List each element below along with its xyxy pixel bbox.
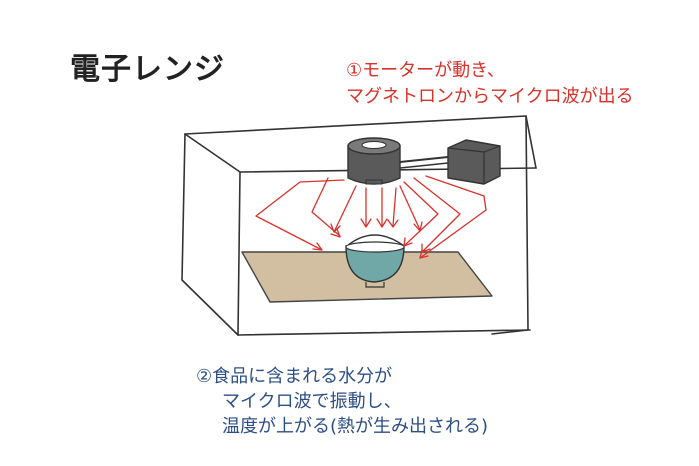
- drive-shaft: [399, 156, 449, 163]
- annotation-2-line-2: マイクロ波で振動し、: [222, 391, 402, 412]
- diagram-title: 電子レンジ: [70, 52, 225, 87]
- annotation-2-line-3: 温度が上がる(熱が生み出される): [222, 416, 489, 437]
- motor-block: [447, 139, 501, 185]
- microwave-box: [181, 115, 537, 336]
- food-bowl: [345, 234, 405, 288]
- magnetron: [347, 137, 401, 185]
- annotation-1-line-2: マグネトロンからマイクロ波が出る: [346, 86, 634, 107]
- annotation-2-line-1: ②食品に含まれる水分が: [196, 366, 393, 387]
- annotation-motor-magnetron: ①モーターが動き、 マグネトロンからマイクロ波が出る: [346, 58, 634, 110]
- annotation-water-heating: ②食品に含まれる水分が マイクロ波で振動し、 温度が上がる(熱が生み出される): [196, 364, 488, 439]
- microwave-arrows: [255, 175, 487, 259]
- annotation-1-line-1: ①モーターが動き、: [346, 60, 505, 81]
